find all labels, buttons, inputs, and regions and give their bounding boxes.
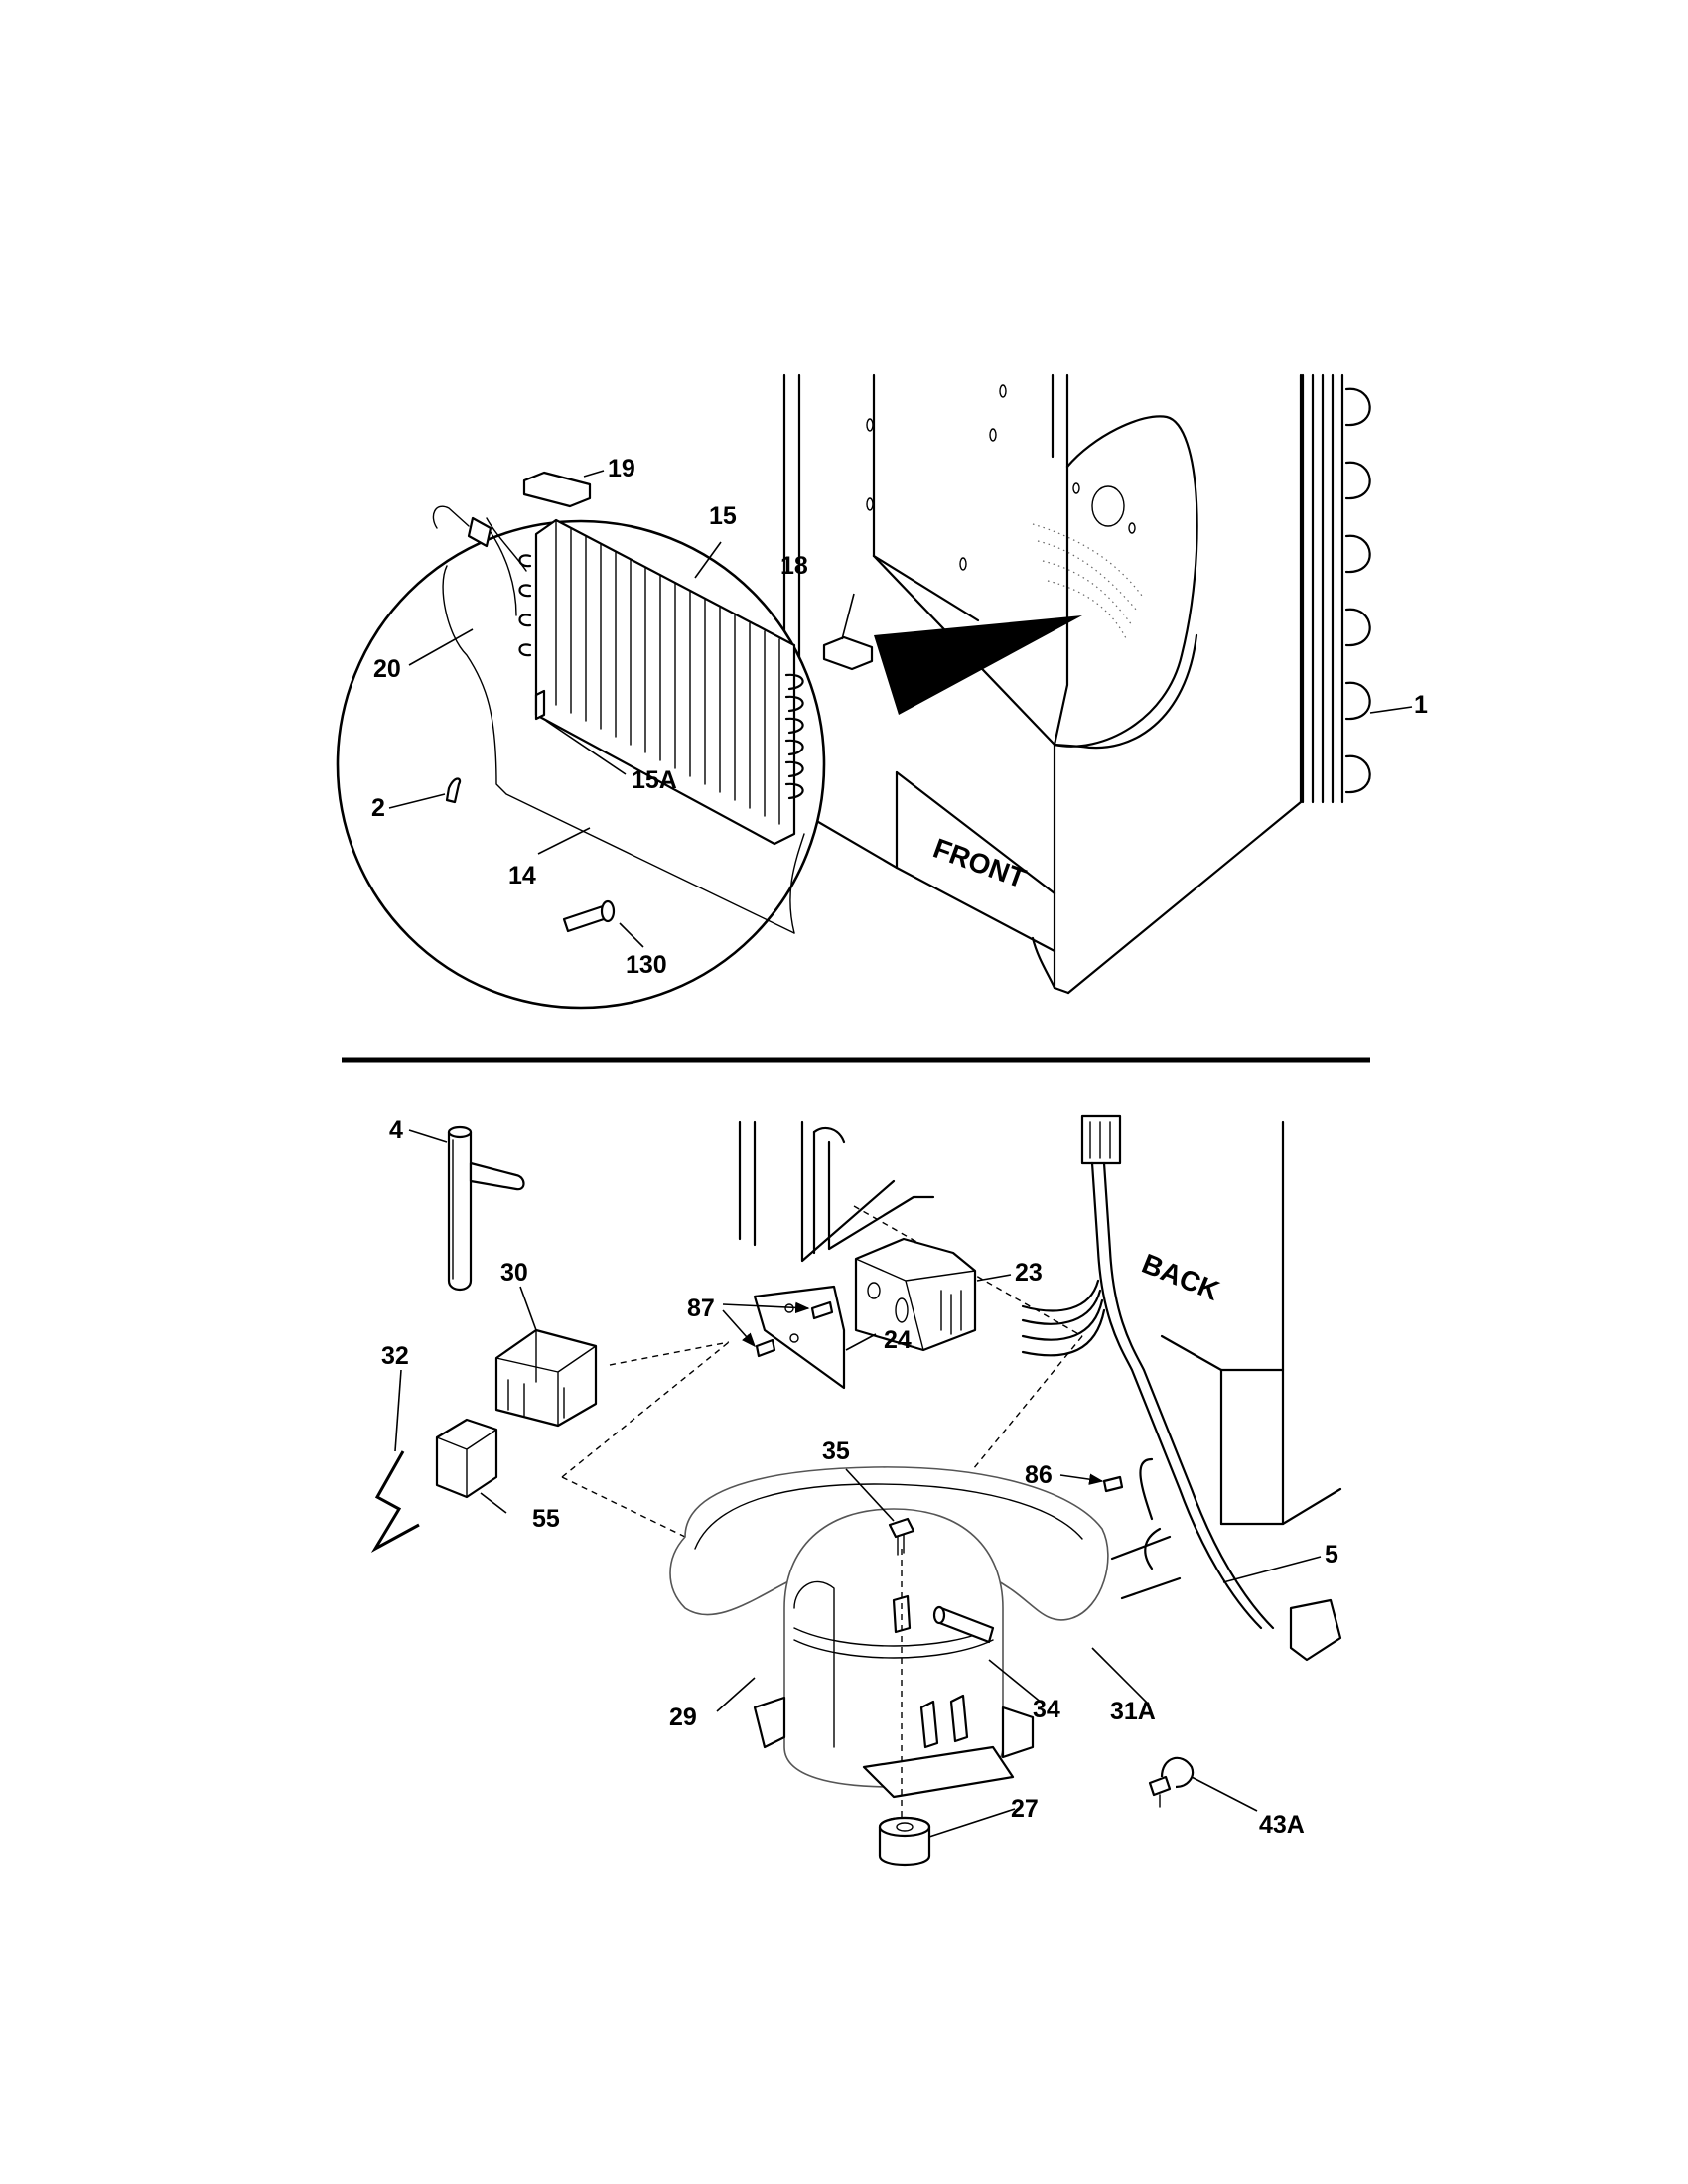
cord-5 [1110,1457,1342,1662]
pin-34b [949,1694,969,1743]
callout-55: 55 [532,1505,560,1533]
callout-14: 14 [508,862,536,889]
callout-23: 23 [1015,1259,1043,1287]
power-harness [1021,1114,1275,1630]
callout-31a: 31A [1110,1698,1156,1725]
relay-30 [494,1328,598,1428]
callout-2: 2 [371,794,385,822]
sensor-15a [534,689,546,721]
heater-return-wire [789,833,805,934]
tube-34 [932,1605,995,1644]
front-label: FRONT [929,833,1030,894]
evaporator [518,518,804,846]
callout-30: 30 [500,1259,528,1287]
accumulator-4 [447,1125,525,1292]
callout-34: 34 [1033,1696,1060,1723]
callout-35: 35 [822,1437,850,1465]
callout-24: 24 [884,1326,912,1354]
callout-43a: 43A [1259,1811,1305,1839]
defrost-terminator-wire [432,505,517,616]
leaders-top [388,470,1413,948]
zoom-pointer [874,615,1082,715]
leaders-bottom [394,1129,1322,1838]
callout-5: 5 [1325,1541,1338,1569]
screw-86 [1102,1475,1124,1493]
clip-2 [445,777,462,804]
callout-32: 32 [381,1342,409,1370]
callout-87: 87 [687,1295,715,1322]
clamp-43a [1148,1756,1195,1808]
callout-1: 1 [1414,691,1428,719]
dashed-outline-relay [561,1341,730,1538]
callout-4: 4 [389,1116,403,1144]
screws-87 [755,1300,834,1358]
pin-34a [919,1700,939,1749]
wire-32 [370,1450,420,1553]
callout-86: 86 [1025,1461,1053,1489]
callout-15: 15 [709,502,737,530]
insulation-block-18 [822,635,874,671]
insulation-block-19 [522,471,592,508]
callout-19: 19 [608,455,635,482]
callout-29: 29 [669,1704,697,1731]
compressor-29 [753,1508,1035,1799]
callout-18: 18 [780,552,808,580]
callout-130: 130 [626,951,667,979]
cabinet-interior [782,373,1303,995]
overload-55 [435,1418,498,1499]
defrost-terminator [467,516,492,548]
callout-27: 27 [1011,1795,1039,1823]
back-label: BACK [1138,1248,1224,1306]
grommet-27 [878,1816,931,1866]
condenser-coil [1301,373,1371,804]
bolt-35 [888,1517,915,1556]
drain-heater-wire [442,565,795,934]
drain-trough-line [486,517,527,572]
callout-15a: 15A [632,766,677,794]
drain-fitting-130 [562,899,616,933]
callout-20: 20 [373,655,401,683]
defrost-timer-23 [854,1237,977,1352]
